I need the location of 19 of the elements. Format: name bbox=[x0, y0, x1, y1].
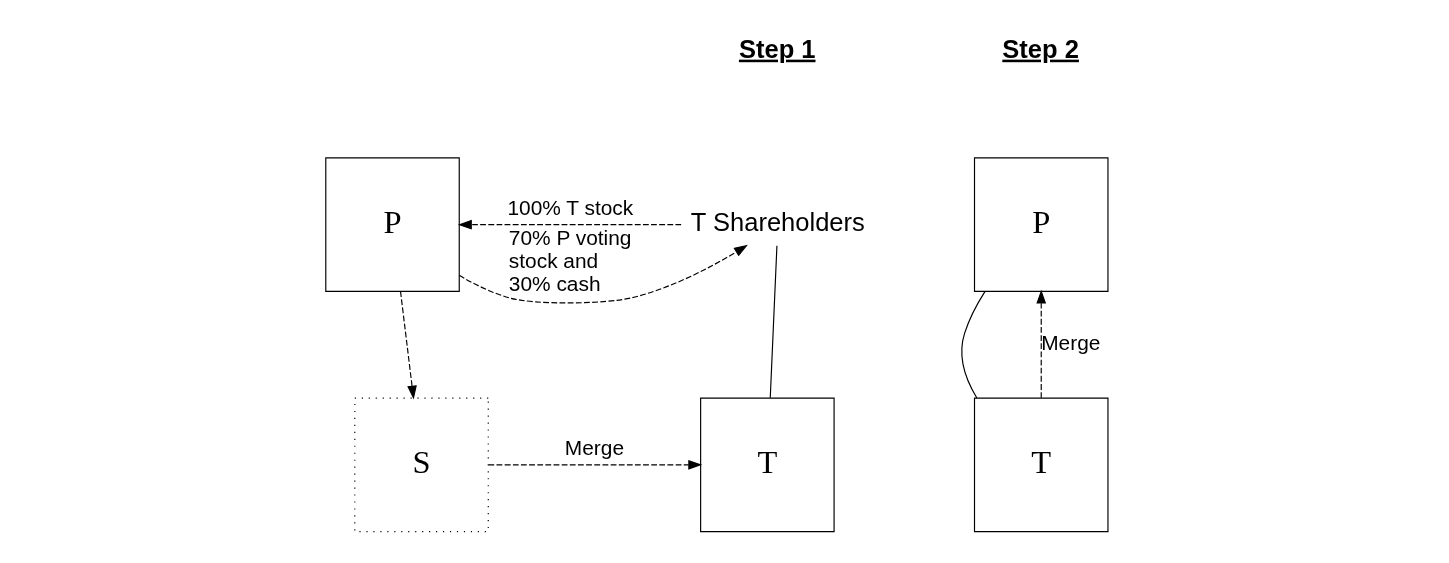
node-box: P bbox=[324, 157, 460, 292]
edge-label: 100% T stock bbox=[507, 195, 633, 219]
arrow bbox=[458, 244, 748, 304]
arrow bbox=[1035, 289, 1046, 399]
arrow bbox=[487, 460, 702, 470]
node-text: T Shareholders bbox=[690, 208, 865, 237]
label: Step 2 bbox=[1001, 34, 1079, 63]
connector bbox=[960, 291, 985, 399]
arrow bbox=[399, 290, 417, 400]
arrow bbox=[457, 219, 682, 230]
node-box: S bbox=[353, 397, 489, 533]
node-box: T bbox=[699, 397, 835, 533]
node-box: P bbox=[973, 157, 1109, 292]
label: Step 1 bbox=[738, 34, 815, 63]
connector bbox=[769, 245, 777, 399]
node-box: T bbox=[973, 397, 1109, 533]
edge-label: 70% P voting stock and 30% cash bbox=[508, 225, 631, 296]
edge-label: Merge bbox=[564, 435, 624, 459]
edge-label: Merge bbox=[1040, 330, 1100, 354]
